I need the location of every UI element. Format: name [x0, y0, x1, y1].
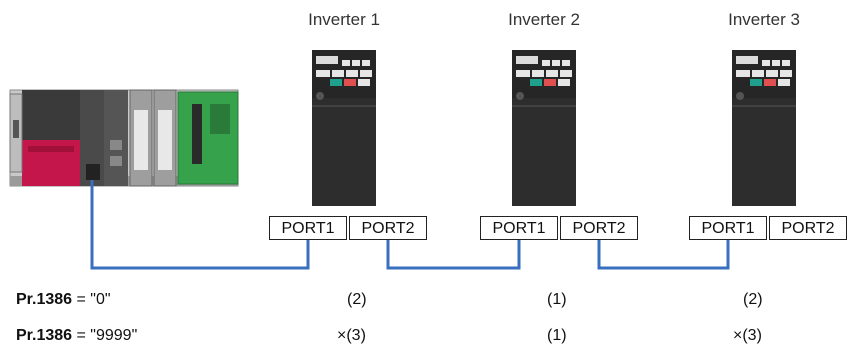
row-0-eq: = "0": [72, 291, 111, 308]
inverter-1-port2: PORT2: [349, 216, 427, 240]
inverter-3-title: Inverter 3: [728, 10, 800, 29]
row-0-value-1: (2): [347, 291, 367, 308]
row-1-eq: = "9999": [72, 327, 138, 344]
row-0-label: Pr.1386 = "0": [16, 291, 111, 309]
inverter-1-port1: PORT1: [269, 216, 347, 240]
inverter-2-port2: PORT2: [560, 216, 638, 240]
row-1-label: Pr.1386 = "9999": [16, 327, 137, 345]
inverter-3-port2: PORT2: [769, 216, 847, 240]
row-1-param: Pr.1386: [16, 327, 73, 344]
row-0-value-2: (1): [547, 291, 567, 308]
inverter-1-title: Inverter 1: [308, 10, 380, 29]
row-1-value-1: ×(3): [337, 327, 366, 344]
row-0-value-3: (2): [743, 291, 763, 308]
row-1-value-3: ×(3): [733, 327, 762, 344]
inverter-2-title: Inverter 2: [508, 10, 580, 29]
inverter-2-port1: PORT1: [480, 216, 558, 240]
inverter-3-port1: PORT1: [689, 216, 767, 240]
row-0-param: Pr.1386: [16, 291, 73, 308]
row-1-value-2: (1): [547, 327, 567, 344]
